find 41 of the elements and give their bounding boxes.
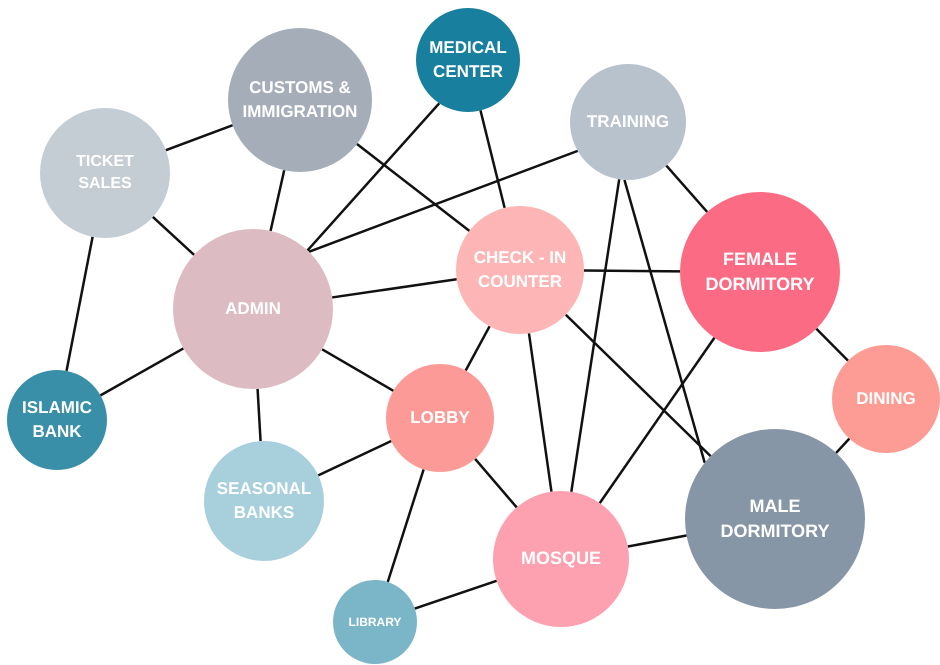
connector-line: [308, 150, 578, 253]
node-label: LIBRARY: [348, 614, 402, 630]
node-label: LOBBY: [409, 407, 471, 430]
node-label: DINING: [855, 388, 917, 410]
node-label: TRAINING: [586, 111, 670, 134]
connector-line: [332, 278, 457, 299]
connector-line: [100, 347, 184, 396]
connector-line: [815, 328, 849, 362]
connector-line: [256, 388, 262, 442]
connector-line: [479, 110, 506, 208]
connector-line: [623, 180, 706, 464]
connector-line: [414, 580, 497, 610]
node-label: MALE DORMITORY: [719, 494, 830, 543]
connector-line: [628, 534, 687, 548]
connector-line: [464, 326, 491, 372]
node-label: ADMIN: [224, 298, 282, 320]
connector-line: [65, 236, 94, 372]
node-label: TICKET SALES: [75, 152, 135, 194]
node-label: MEDICAL CENTER: [428, 37, 508, 83]
node-label: MOSQUE: [520, 547, 602, 570]
connector-line: [665, 164, 708, 213]
node-label: SEASONAL BANKS: [216, 478, 312, 524]
connector-line: [356, 143, 470, 232]
node-label: FEMALE DORMITORY: [704, 248, 816, 296]
connector-line: [474, 458, 518, 508]
connector-line: [564, 314, 712, 458]
connector-line: [165, 124, 233, 152]
connector-line: [835, 438, 850, 454]
connector-line: [598, 337, 716, 504]
connector-line: [386, 469, 425, 582]
connector-line: [570, 179, 620, 492]
node-label: CUSTOMS & IMMIGRATION: [242, 77, 358, 123]
node-label: CHECK - IN COUNTER: [472, 247, 568, 293]
connector-line: [269, 170, 286, 232]
connector-line: [318, 440, 392, 477]
node-label: ISLAMIC BANK: [21, 397, 93, 443]
connector-line: [152, 216, 195, 256]
connector-line: [528, 333, 553, 492]
connector-line: [584, 269, 680, 273]
connector-line: [321, 348, 394, 392]
connector-line: [306, 102, 440, 252]
